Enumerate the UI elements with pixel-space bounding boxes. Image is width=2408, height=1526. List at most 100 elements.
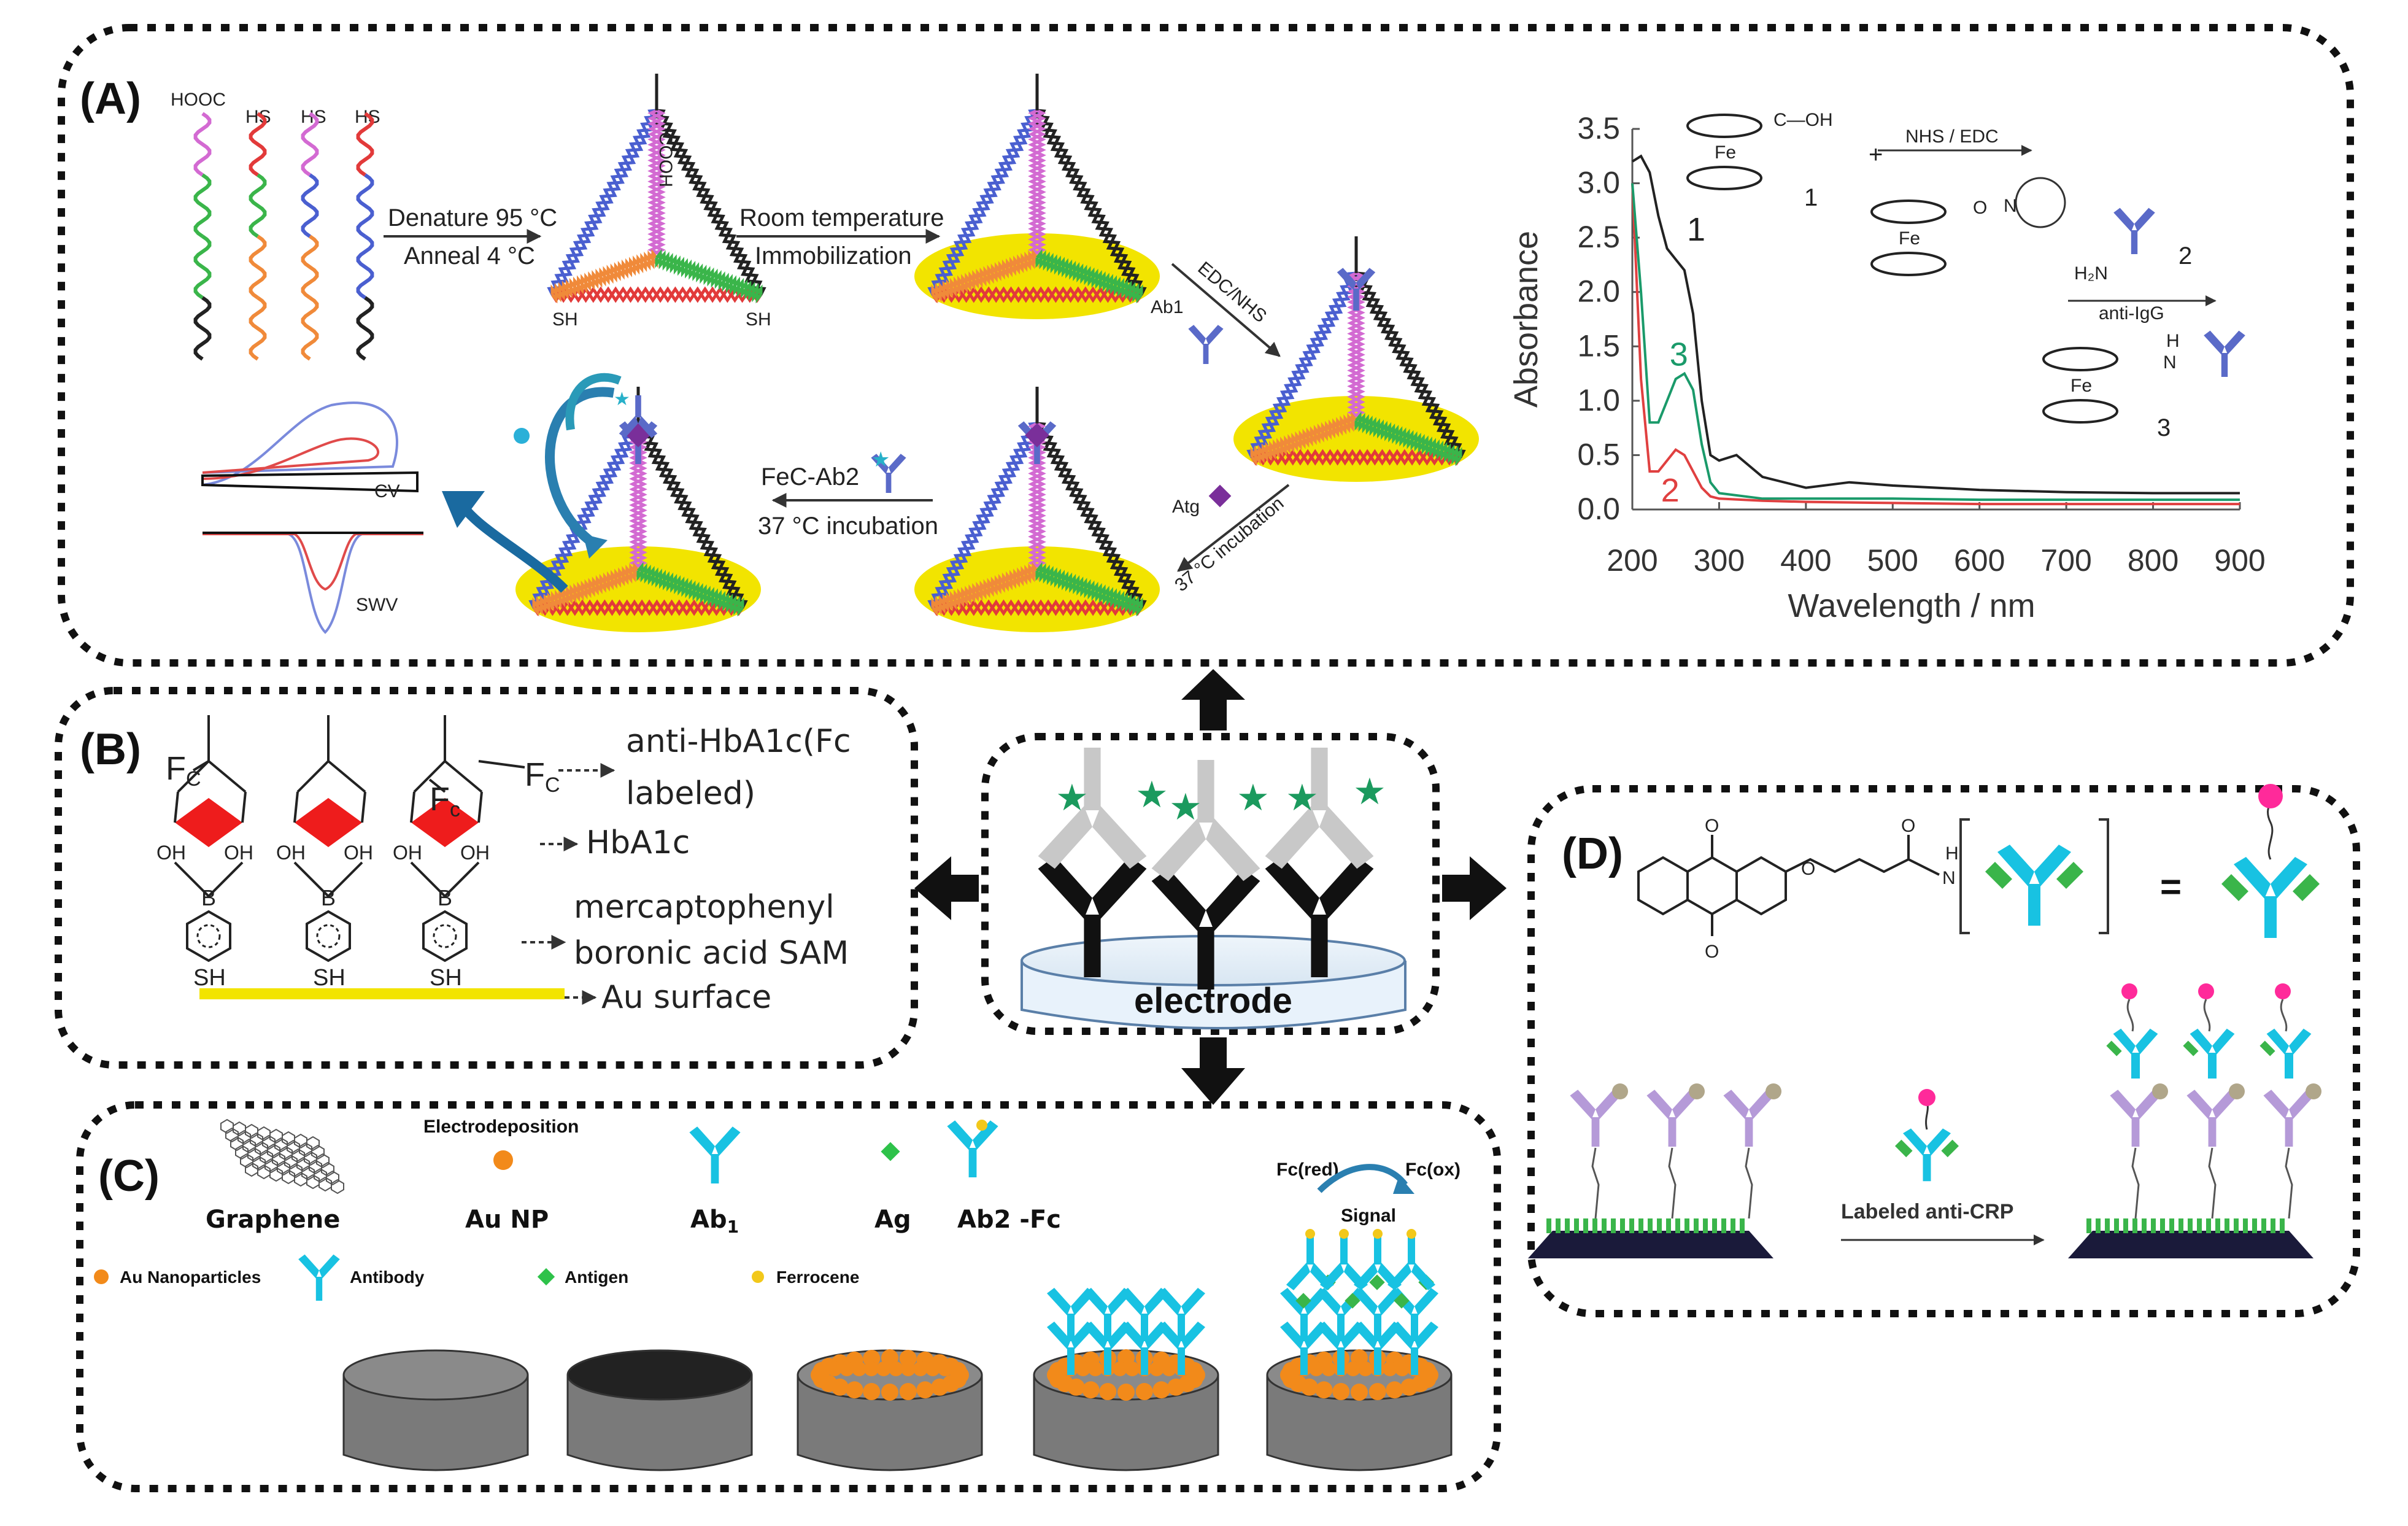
helix-orange (550, 250, 658, 303)
step2-bottom-label: Immobilization (755, 242, 912, 269)
panel-c-border (76, 1101, 1501, 1492)
fc-label: Fc (430, 781, 460, 821)
sam-molecule (1666, 1218, 1671, 1233)
ann-sam-1: mercaptophenyl (574, 889, 835, 926)
panel-c-legend: Au Nanoparticles Antibody Antigen Ferroc… (94, 1254, 859, 1301)
au-np-label: Au NP (465, 1206, 549, 1234)
ab-arm-right (2136, 1028, 2158, 1055)
atg-arrow: Atg 37 °C incubation (1171, 484, 1290, 595)
dna-strand-segment (193, 112, 212, 177)
antibody-stem (1411, 1314, 1418, 1341)
ab1-label: Ab1 (690, 1206, 739, 1237)
sam-molecule (1620, 1218, 1625, 1233)
aq-label-dot (2275, 983, 2291, 999)
ferrocene-dot (1305, 1229, 1315, 1239)
legend-au-icon (94, 1269, 109, 1284)
sam-molecule (2206, 1218, 2211, 1233)
antibody-arm-right (1414, 1288, 1438, 1315)
sam-molecule (2234, 1218, 2239, 1233)
au-np-dot (1186, 1361, 1203, 1379)
sam-molecule (1546, 1218, 1551, 1233)
swv-label: SWV (356, 595, 398, 615)
ab1-label: Ab1 (1151, 297, 1183, 317)
antibody-arm-right (1206, 325, 1224, 346)
dna-strand-segment (301, 173, 319, 238)
ab-arm-right (2271, 857, 2307, 899)
au-np-dot (1383, 1361, 1397, 1376)
helix-pink (1028, 109, 1046, 260)
capture-antibody (1157, 1288, 1205, 1341)
sam-molecule (1740, 1218, 1745, 1233)
sam-molecule (1556, 1218, 1561, 1233)
panel-a-label: (A) (80, 74, 141, 123)
antibody-arm-left (1084, 1322, 1108, 1349)
label-star-icon: ★ (1169, 786, 1202, 827)
capture-antibody (1570, 1090, 1621, 1147)
dna-strand-segment (249, 112, 267, 177)
au-np-dot (1082, 1381, 1100, 1399)
sam-molecule (2280, 1218, 2285, 1233)
panel-a: (A) HOOC HS HS HS Denature 95 °C Anneal … (58, 24, 2354, 667)
sam-molecule (1565, 1218, 1570, 1233)
chem-num-3: 3 (2157, 414, 2171, 441)
electrode-cylinder-top (566, 1349, 753, 1401)
bond (477, 791, 483, 823)
sam-molecule (1721, 1218, 1726, 1233)
sam-molecule (2243, 1218, 2248, 1233)
oh-label: OH (224, 842, 253, 864)
cp-ring-bottom (1686, 166, 1762, 190)
antibody-arm-left (2186, 1090, 2212, 1120)
label-star-icon: ★ (1237, 777, 1270, 818)
dna-strand-segment (301, 296, 319, 361)
au-np-dot (1309, 1361, 1324, 1376)
antibody-arm-left (1265, 856, 1319, 919)
antibody-stem (1745, 1117, 1753, 1147)
antibody-arm-left (1280, 1322, 1304, 1349)
series-line-3 (1631, 183, 2240, 502)
au-np-dot (901, 1361, 916, 1376)
antibody-arm-right (619, 416, 638, 438)
boron-label: B (201, 885, 216, 910)
au-np-dot (876, 1361, 891, 1376)
antibody-stem (1353, 289, 1359, 311)
panel-d-border (1527, 785, 2360, 1317)
arrow-left (914, 856, 979, 920)
cp-ring-bottom (2042, 399, 2118, 424)
chem-o-ester: O (1973, 198, 1987, 218)
sam-molecule (2225, 1218, 2229, 1233)
sam-molecule (2252, 1218, 2257, 1233)
x-tick-label: 700 (2040, 543, 2091, 578)
chem-oh: C—OH (1773, 110, 1833, 130)
au-np-dot (1117, 1384, 1135, 1401)
chem-scheme: Fe C—OH 1 + NHS / EDC Fe O N H₂N 2 anti-… (1686, 110, 2245, 441)
cv-swv-plots: CV SWV (201, 401, 423, 634)
step1-top-label: Denature 95 °C (388, 204, 557, 231)
phenyl-ring-inner (316, 924, 341, 948)
sam-molecule (2178, 1218, 2183, 1233)
ann-anti-hba1c: anti-HbA1c(Fc (626, 723, 851, 760)
aq-o-top: O (1705, 816, 1719, 836)
sam-molecule (2123, 1218, 2128, 1233)
sam-molecule (1675, 1218, 1680, 1233)
capture-antibody (2110, 1090, 2161, 1147)
y-tick-label: 0.0 (1577, 492, 1620, 526)
step1-arrow: Denature 95 °C Anneal 4 °C (384, 204, 557, 269)
ab-arm-left (2190, 1028, 2212, 1055)
au-np-dot (1162, 1361, 1176, 1376)
antibody-arm-right (1151, 818, 1206, 881)
conjugated-antibody-icon (2204, 330, 2245, 377)
sam-molecule (2096, 1218, 2101, 1233)
chem-anti-igg: anti-IgG (2099, 303, 2164, 323)
signal-label: Signal (1341, 1206, 1396, 1226)
capture-antibody (1391, 1322, 1438, 1375)
antibody-arm-left (2263, 1090, 2289, 1120)
bond (410, 791, 415, 823)
au-surface-bar (199, 988, 565, 999)
au-np-dot (863, 1383, 881, 1401)
antibody-arm-right (1206, 868, 1260, 931)
antibody-arm-left (1319, 806, 1374, 869)
antibody-arm-right (1354, 1263, 1378, 1290)
capture-antibody (1646, 1090, 1698, 1147)
crp-antigen-dot (2229, 1083, 2245, 1099)
antibody-stem (1067, 1314, 1075, 1341)
